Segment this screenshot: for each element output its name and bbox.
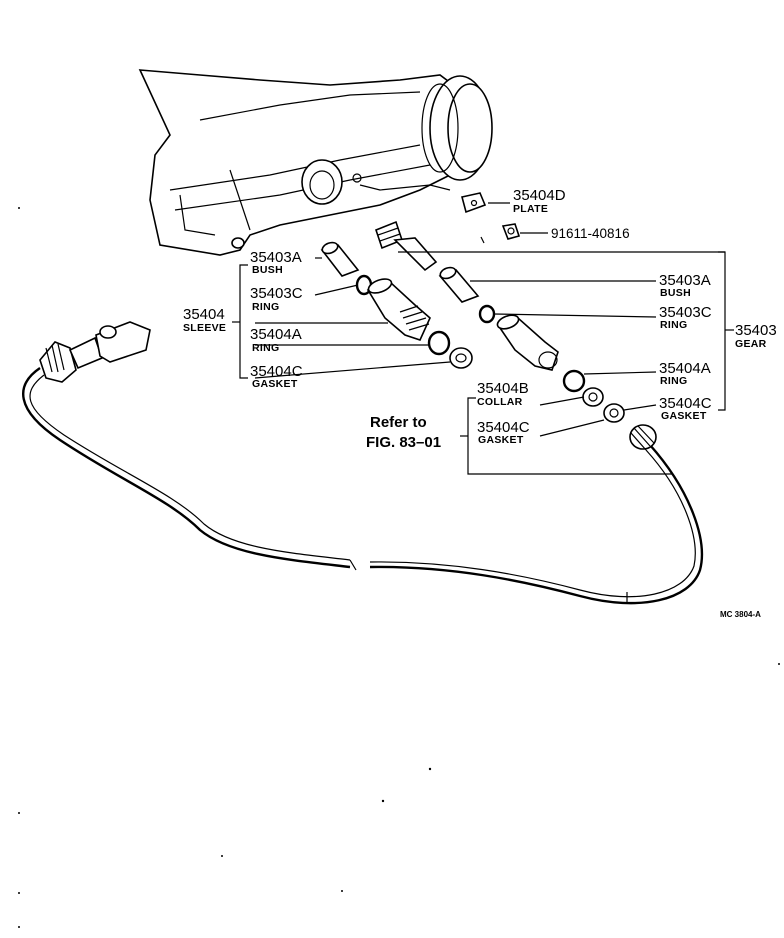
speedometer-cable	[22, 321, 704, 605]
right-gasket-name: GASKET	[661, 410, 707, 422]
left-gasket-name: GASKET	[252, 378, 298, 390]
reference-line2: FIG. 83–01	[366, 434, 441, 451]
right-ring-a-number: 35404A	[659, 360, 711, 377]
sleeve-group-name: SLEEVE	[183, 322, 226, 334]
plate-part	[461, 192, 510, 214]
gear-sleeve-part	[496, 314, 559, 371]
collar-name: COLLAR	[477, 396, 523, 408]
right-ring-c-number: 35403C	[659, 304, 712, 321]
right-bush-name: BUSH	[660, 287, 691, 299]
left-ring-a-part	[427, 330, 451, 356]
collar-part	[582, 387, 604, 407]
left-bush-part	[320, 241, 360, 277]
bolt-part	[480, 223, 548, 244]
left-gasket-number: 35404C	[250, 363, 303, 380]
left-bush-name: BUSH	[252, 264, 283, 276]
collar-number: 35404B	[477, 380, 529, 397]
left-gasket-part	[449, 347, 473, 369]
right-ring-c-part	[478, 304, 496, 324]
lower-gasket-number: 35404C	[477, 419, 530, 436]
left-ring-c-number: 35403C	[250, 285, 303, 302]
diagram-code: MC 3804-A	[720, 610, 761, 619]
right-bush-part	[438, 266, 480, 303]
right-ring-a-part	[562, 369, 586, 393]
left-bush-number: 35403A	[250, 249, 302, 266]
lower-gasket-part	[603, 403, 625, 423]
right-gasket-number: 35404C	[659, 395, 712, 412]
plate-name: PLATE	[513, 203, 548, 215]
lower-gasket-name: GASKET	[478, 434, 524, 446]
sleeve-part	[366, 278, 431, 341]
left-ring-a-name: RING	[252, 342, 279, 354]
bolt-number: 91611-40816	[551, 226, 630, 241]
left-ring-a-number: 35404A	[250, 326, 302, 343]
transmission-housing	[138, 69, 493, 256]
right-ring-a-name: RING	[660, 375, 687, 387]
driven-gear-part	[375, 220, 438, 272]
left-ring-c-name: RING	[252, 301, 279, 313]
right-ring-c-name: RING	[660, 319, 687, 331]
gear-group-name: GEAR	[735, 338, 767, 350]
cable-knurled-end	[629, 424, 657, 451]
plate-number: 35404D	[513, 187, 566, 204]
reference-line1: Refer to	[370, 414, 427, 431]
right-bush-number: 35403A	[659, 272, 711, 289]
sleeve-group-number: 35404	[183, 306, 225, 323]
gear-group-number: 35403	[735, 322, 777, 339]
scan-specks	[18, 207, 780, 928]
